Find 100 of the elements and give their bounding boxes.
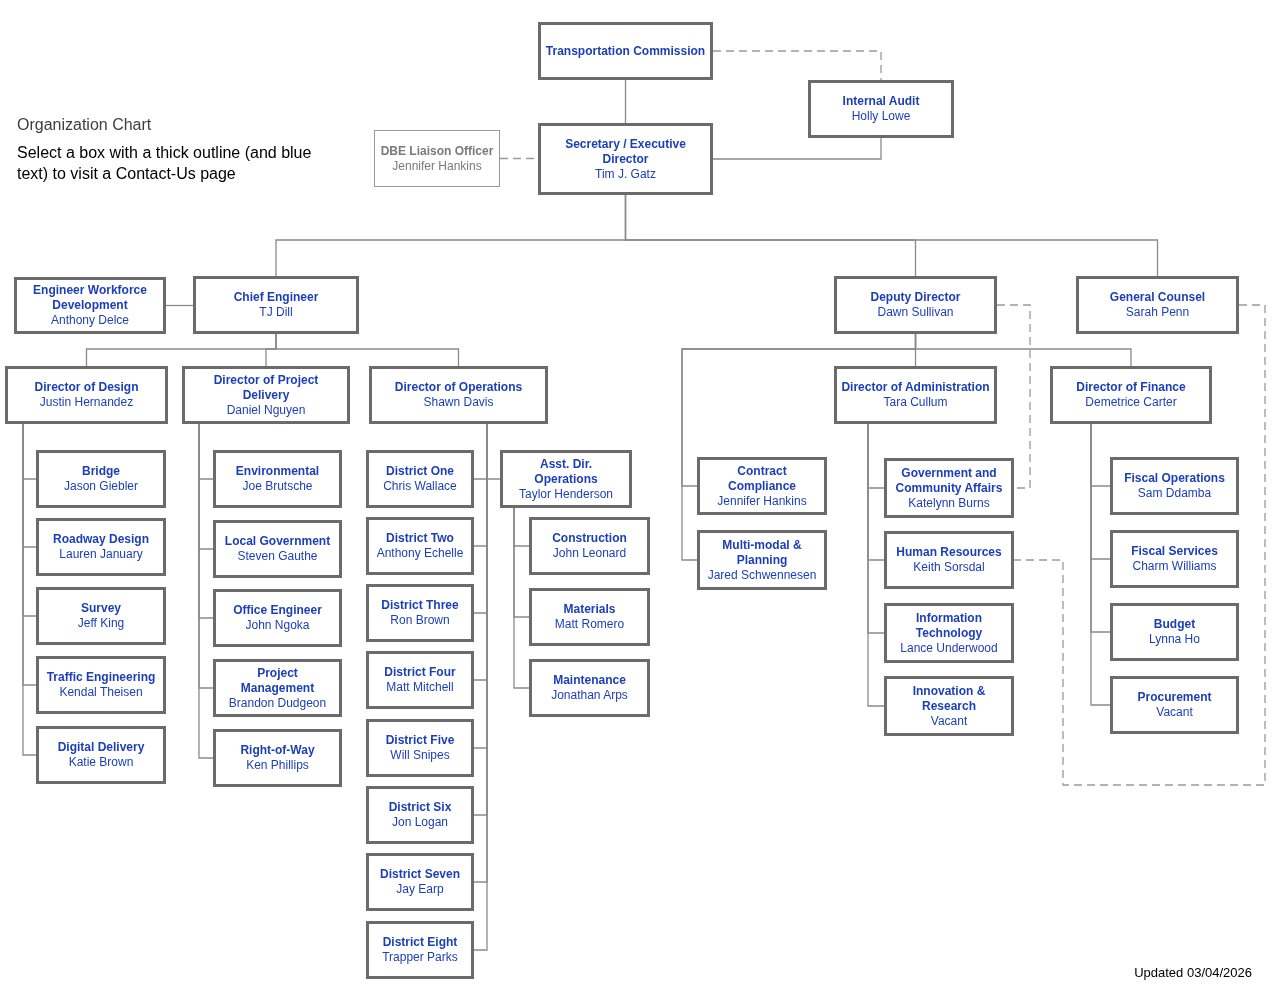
role-title: Office Engineer [233,603,322,618]
role-title: Materials [563,602,616,617]
role-title: District Six [388,800,452,815]
person-name: Jennifer Hankins [717,493,807,509]
person-name: Will Snipes [390,748,450,763]
role-title: District One [386,464,454,479]
person-name: Justin Hernandez [39,395,134,410]
role-title: Bridge [82,464,120,479]
person-name: Shawn Davis [423,395,494,410]
role-title: Transportation Commission [545,43,706,59]
person-name: Lynna Ho [1149,632,1200,647]
connector-line [996,304,1031,489]
org-box [366,584,474,642]
org-box [14,277,166,334]
org-box [1050,366,1212,424]
connector-line [712,137,882,160]
person-name: Daniel Nguyen [226,402,306,418]
role-title: Fiscal Services [1131,544,1218,559]
org-box [538,22,713,80]
org-box [36,726,166,784]
person-name: John Leonard [552,546,627,561]
connector-line [22,423,37,756]
org-box [1110,676,1239,734]
connector-line [486,423,501,480]
role-title: Multi-modal & Planning [721,537,803,568]
role-title: Internal Audit [842,94,920,109]
person-name: Tara Cullum [883,395,948,410]
person-name: Taylor Henderson [518,486,614,502]
connector-line [1013,304,1266,786]
person-name: Dawn Sullivan [877,305,954,320]
person-name: Jon Logan [391,815,449,830]
person-name: Jonathan Arps [551,688,628,703]
person-name: John Ngoka [245,618,310,633]
org-box [538,123,713,195]
org-box [213,450,342,508]
role-title: Environmental [235,464,320,479]
person-name: Sam Ddamba [1137,486,1212,501]
org-box [374,130,500,187]
org-box [834,366,997,424]
role-title: District Three [381,598,459,613]
connector-line [624,194,1159,277]
role-title: Human Resources [896,545,1002,560]
org-box [369,366,548,424]
role-title: District Seven [379,867,460,882]
org-box [366,450,474,508]
person-name: Charm Williams [1132,559,1217,574]
role-title: Director of Operations [394,380,523,395]
org-box [366,719,474,777]
role-title: Fiscal Operations [1124,471,1225,486]
org-box [5,366,168,424]
connector-line [275,333,460,367]
role-title: Chief Engineer [233,290,319,305]
org-box [884,676,1014,736]
org-box [366,786,474,844]
person-name: Trapper Parks [382,950,458,965]
connector-line [624,79,627,124]
org-box [1110,530,1239,588]
org-box [834,276,997,334]
person-name: Holly Lowe [851,109,911,124]
person-name: Jay Earp [396,882,444,897]
person-name: TJ Dill [259,305,293,320]
org-box [500,450,632,508]
org-box [697,457,827,515]
org-box [213,520,342,578]
role-title: Right-of-Way [240,743,315,758]
org-box [213,589,342,647]
org-box [366,853,474,911]
role-title: District Five [385,733,455,748]
role-title: Construction [552,531,627,546]
org-box [1110,457,1239,515]
person-name: Keith Sorsdal [913,560,985,575]
org-box [884,603,1014,663]
connector-line [712,50,882,81]
connector-line [165,304,194,307]
role-title: General Counsel [1109,290,1206,305]
role-title: Maintenance [553,673,626,688]
role-title: Engineer Workforce Development [32,283,148,313]
role-title: Information Technology [914,610,984,641]
org-box [36,587,166,645]
org-box [366,921,474,979]
role-title: Traffic Engineering [46,670,156,685]
person-name: Anthony Delce [50,313,129,328]
role-title: Director of Administration [841,380,990,395]
org-box [36,656,166,714]
org-box [529,588,650,646]
person-name: Jennifer Hankins [392,158,482,174]
connector-line [914,333,1132,367]
role-title: Asst. Dir. Operations [533,456,599,487]
person-name: Chris Wallace [383,479,457,494]
org-box [884,531,1014,589]
connector-line [867,423,885,707]
org-box [529,517,650,575]
role-title: Deputy Director [870,290,961,305]
org-box [36,518,166,576]
person-name: Kendal Theisen [59,685,143,700]
org-box [808,80,954,138]
org-box [36,450,166,508]
person-name: Jared Schwennesen [707,567,817,583]
connector-line [513,507,530,689]
updated-date: Updated 03/04/2026 [1134,964,1252,982]
